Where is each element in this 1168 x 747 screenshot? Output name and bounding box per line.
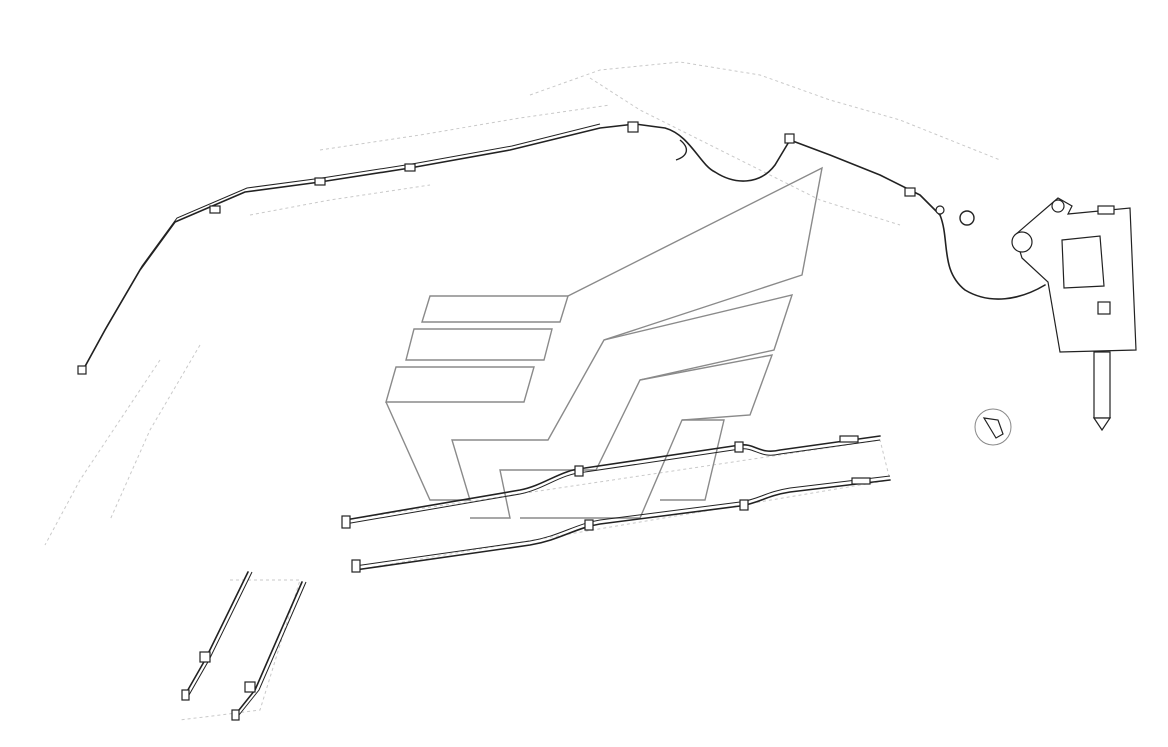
machine-ghost-outline <box>44 61 1001 721</box>
pipe-end-fitting <box>77 365 87 375</box>
pipe-clamp <box>314 177 326 186</box>
breaker-hammer-icon <box>1011 197 1137 432</box>
hose-coupling <box>851 477 871 485</box>
pipe-clamp <box>209 205 221 214</box>
hose-coupling <box>839 435 859 443</box>
pipe-end-fitting <box>341 515 351 529</box>
boom-pipe-assembly <box>341 435 891 573</box>
pipe-coupling <box>244 681 256 693</box>
pipe-coupling <box>199 651 211 663</box>
arm-hydraulic-line <box>77 121 1046 375</box>
pipe-end-fitting <box>351 559 361 573</box>
hose-clip-icon <box>675 139 687 161</box>
pipe-clamp <box>734 441 744 453</box>
pipe-clamp <box>404 163 416 172</box>
pipe-end-fitting <box>231 709 240 721</box>
fitting-detail-icon <box>675 139 1012 446</box>
pipe-end-fitting <box>181 689 190 701</box>
pipe-coupling <box>784 133 795 144</box>
pipe-clamp <box>584 519 594 531</box>
ring-clip-icon <box>959 210 975 226</box>
lower-pipe-pair <box>181 571 307 721</box>
pipe-coupling <box>627 121 639 133</box>
pipe-clamp <box>574 465 584 477</box>
pipe-clamp <box>904 187 916 197</box>
brand-logo-icon <box>385 166 823 519</box>
pipe-clamp <box>739 499 749 511</box>
hose-fitting <box>935 205 945 215</box>
